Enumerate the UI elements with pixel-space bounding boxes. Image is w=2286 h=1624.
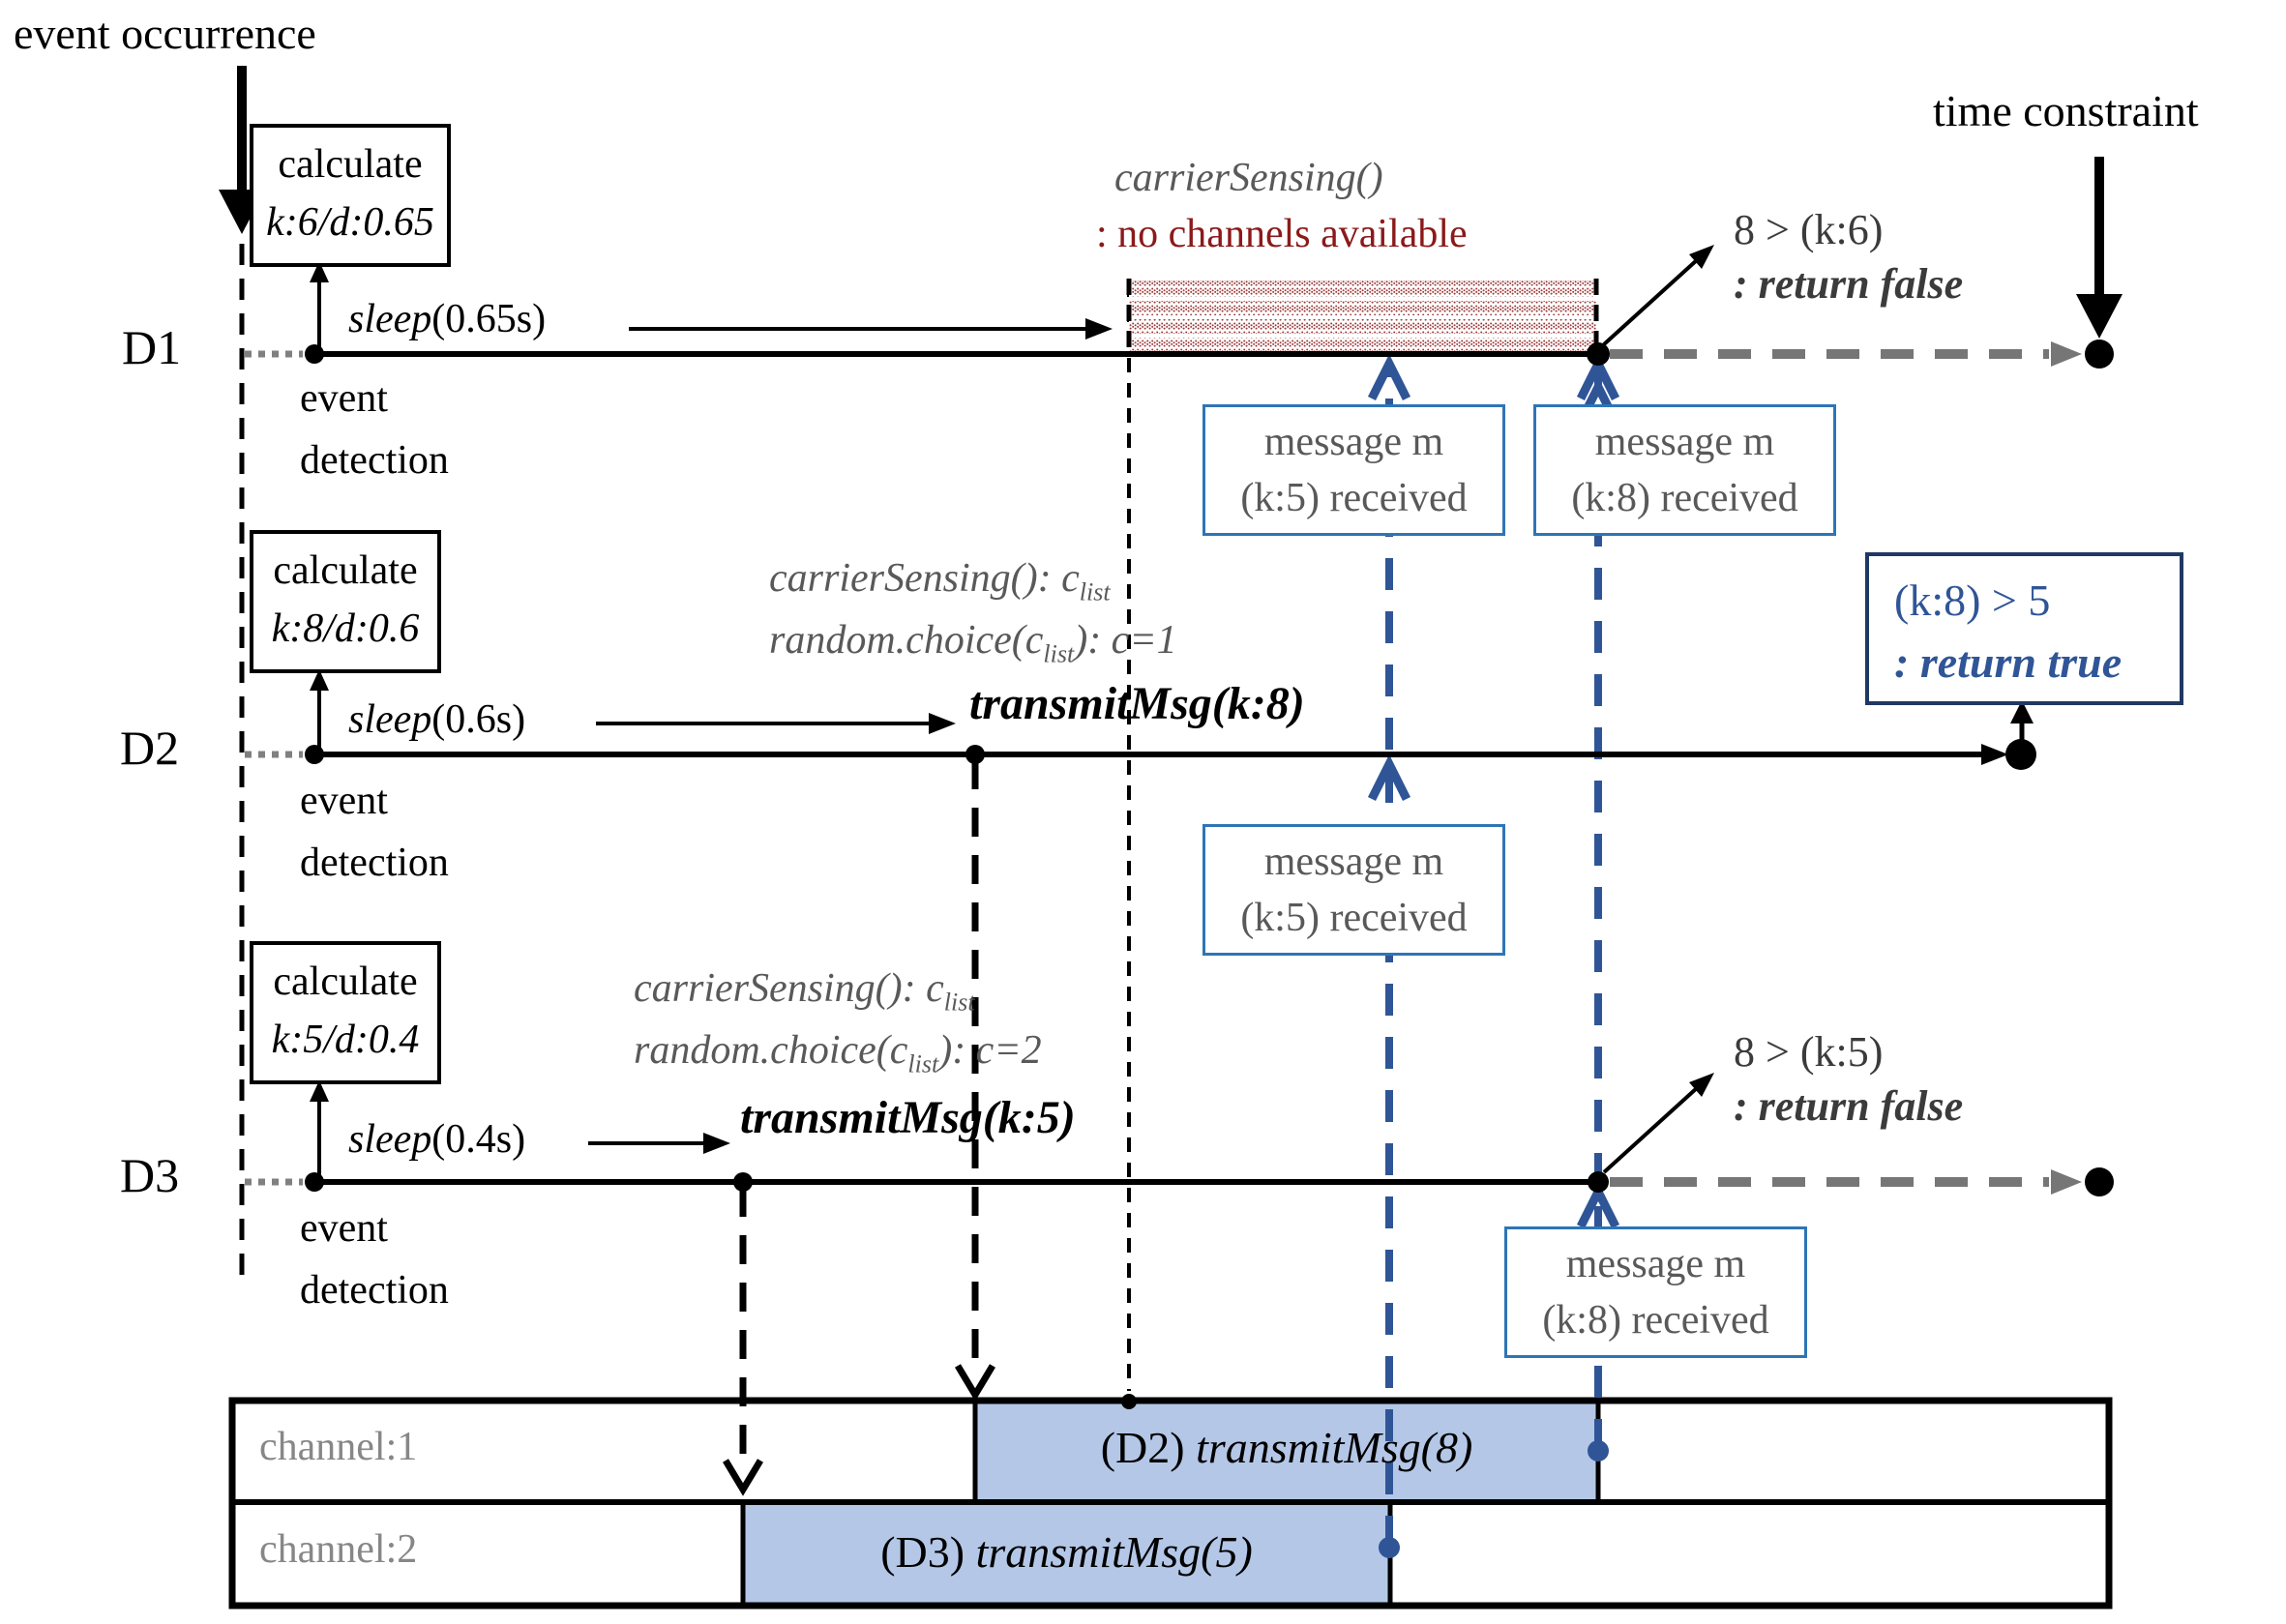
d3-compare-label: 8 > (k:5) <box>1734 1028 1884 1076</box>
d1-return-false-label: : return false <box>1734 260 1964 308</box>
d3-label: D3 <box>120 1148 180 1202</box>
d3-transmit-drop <box>722 1188 764 1496</box>
d3-timeline <box>245 1073 2114 1196</box>
d2-calculate-box: calculate k:8/d:0.6 <box>250 530 441 673</box>
d2-calculate-values: k:8/d:0.6 <box>271 606 420 651</box>
d1-compare-label: 8 > (k:6) <box>1734 206 1884 253</box>
d1-calculate-box: calculate k:6/d:0.65 <box>250 124 451 267</box>
d1-calculate-values: k:6/d:0.65 <box>266 200 434 245</box>
d2-verdict-result: : return true <box>1894 637 2123 687</box>
channel2-transmission-label: (D3) transmitMsg(5) <box>880 1527 1253 1577</box>
d3-return-false-label: : return false <box>1734 1082 1964 1130</box>
d3-event-detection-label: event detection <box>300 1206 449 1313</box>
d1-sleep-label: sleep(0.65s) <box>348 297 547 341</box>
d3-sleep-label: sleep(0.4s) <box>348 1117 526 1162</box>
channel1-transmission-label: (D2) transmitMsg(8) <box>1100 1423 1473 1472</box>
d2-transmit-drop <box>954 760 996 1402</box>
channel1-busy-box <box>972 1398 1601 1505</box>
d1-message-k5-box: message m (k:5) received <box>1202 404 1505 536</box>
d2-timeline <box>245 669 2036 770</box>
d2-calculate-title: calculate <box>273 548 418 593</box>
d2-carrier-sensing-label: carrierSensing(): clist <box>769 556 1111 606</box>
event-occurrence-label: event occurrence <box>14 9 316 58</box>
d2-message-k5-box: message m (k:5) received <box>1202 824 1505 956</box>
d3-calculate-values: k:5/d:0.4 <box>271 1018 420 1062</box>
d3-message-k8-box: message m (k:8) received <box>1504 1226 1807 1358</box>
time-constraint-arrow <box>2076 157 2123 339</box>
carrier-sense-refline <box>1121 282 1137 1409</box>
d3-transmit-label: transmitMsg(k:5) <box>740 1092 1076 1143</box>
d2-label: D2 <box>120 721 180 775</box>
d1-carrier-sensing-label: carrierSensing() <box>1114 156 1383 200</box>
d1-event-detection-label: event detection <box>300 376 449 483</box>
d1-label: D1 <box>122 320 182 374</box>
d1-message-k8-box: message m (k:8) received <box>1533 404 1836 536</box>
d1-no-channels-label: : no channels available <box>1096 212 1468 256</box>
d2-return-true-box: (k:8) > 5 : return true <box>1865 552 2183 705</box>
d1-calculate-title: calculate <box>278 142 423 187</box>
d2-sleep-label: sleep(0.6s) <box>348 697 526 742</box>
d2-transmit-label: transmitMsg(k:8) <box>969 678 1305 729</box>
d3-calculate-box: calculate k:5/d:0.4 <box>250 941 441 1084</box>
channel1-label: channel:1 <box>259 1425 418 1469</box>
channel2-busy-box <box>740 1499 1393 1609</box>
d2-event-detection-label: event detection <box>300 779 449 885</box>
channel-table <box>228 1397 2113 1609</box>
d2-random-choice-label: random.choice(clist): c=1 <box>769 618 1177 668</box>
d1-timeline <box>245 245 2114 369</box>
d3-random-choice-label: random.choice(clist): c=2 <box>634 1028 1042 1078</box>
message-k5-line <box>1367 353 1411 1558</box>
d2-verdict-compare: (k:8) > 5 <box>1894 576 2051 625</box>
d3-carrier-sensing-label: carrierSensing(): clist <box>634 966 975 1017</box>
channel2-label: channel:2 <box>259 1527 418 1572</box>
d3-calculate-title: calculate <box>273 960 418 1004</box>
time-constraint-label: time constraint <box>1933 86 2199 135</box>
d1-carrier-sensing-region <box>1126 279 1599 356</box>
